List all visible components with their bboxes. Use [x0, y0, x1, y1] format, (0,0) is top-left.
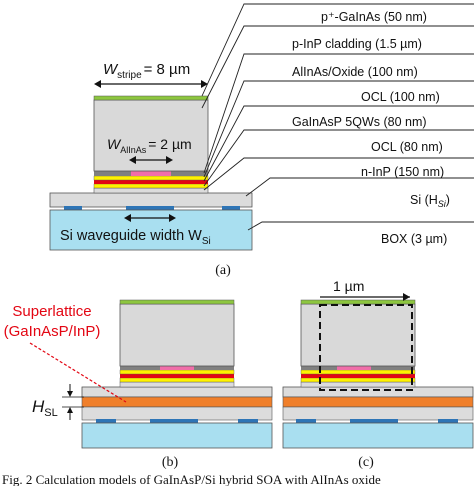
qw-layer	[94, 180, 208, 184]
p-gainas-layer	[93, 95, 209, 101]
alinas-width-label: WAlInAs= 2 µm	[107, 136, 192, 155]
b-qw	[120, 374, 234, 378]
stripe-arrow-head-left	[94, 80, 101, 88]
caption-b: (b)	[162, 455, 179, 470]
hsl-arrow-head-bottom	[67, 407, 73, 413]
c-ocl-top	[300, 369, 416, 375]
c-waveguide-right	[438, 419, 458, 423]
layer-label-qw: GaInAsP 5QWs (80 nm)	[292, 115, 427, 129]
stripe-arrow-head-right	[201, 80, 208, 88]
c-si-layer	[282, 386, 474, 398]
alinas-aperture	[131, 171, 171, 176]
leader-p-gainas	[201, 3, 474, 97]
layer-label-p-inp: p-InP cladding (1.5 µm)	[292, 37, 422, 51]
b-superlattice-layer	[81, 396, 273, 408]
stripe-width-label: Wstripe= 8 µm	[103, 61, 190, 81]
b-box-layer	[81, 422, 273, 449]
waveguide-arrow-head-left	[124, 214, 131, 222]
layer-label-p-gainas: p⁺-GaInAs (50 nm)	[321, 10, 427, 24]
leader-ocl-bottom	[203, 129, 474, 187]
layer-label-oxide: AlInAs/Oxide (100 nm)	[292, 65, 418, 79]
ocl-top-layer	[93, 175, 209, 181]
figure-caption: Fig. 2 Calculation models of GaInAsP/Si …	[2, 472, 381, 486]
c-cladding	[300, 303, 416, 367]
layer-label-n-inp: n-InP (150 nm)	[361, 165, 444, 179]
box-layer	[49, 209, 253, 251]
c-aperture	[337, 366, 371, 370]
calculation-region	[319, 304, 413, 391]
leader-oxide	[203, 53, 474, 174]
c-contact	[300, 299, 416, 305]
layer-labels	[201, 3, 474, 231]
region-arrow-head	[403, 293, 410, 301]
leader-p-inp	[201, 25, 474, 109]
c-ocl-bottom	[300, 377, 416, 383]
b-si-layer	[81, 386, 273, 398]
waveguide-arrow-head-right	[169, 214, 176, 222]
b-waveguide-center	[150, 419, 198, 423]
alinas-arrow-head-left	[129, 156, 136, 164]
si-waveguide-center	[126, 206, 174, 210]
b-cladding	[119, 303, 235, 367]
superlattice-pointer	[29, 342, 127, 403]
c-n-inp	[300, 381, 416, 388]
b-ocl-bottom	[119, 377, 235, 383]
layer-label-ocl-top: OCL (100 nm)	[361, 90, 440, 104]
si-layer	[49, 192, 253, 208]
b-n-inp	[119, 381, 235, 388]
c-box-layer	[282, 422, 474, 449]
caption-a: (a)	[215, 263, 231, 278]
p-inp-cladding	[93, 99, 209, 172]
si-waveguide-left	[64, 206, 82, 210]
diagram-b: Superlattice (GaInAsP/InP) HSL (b)	[4, 299, 273, 470]
si-waveguide-right	[222, 206, 240, 210]
c-superlattice-layer	[282, 396, 474, 408]
leader-box	[247, 221, 474, 231]
diagram-c: 1 µm (c)	[282, 278, 474, 470]
alinas-arrow-head-right	[166, 156, 173, 164]
n-inp-layer	[93, 187, 209, 194]
leader-si	[245, 177, 474, 197]
diagram-a: Wstripe= 8 µm WAlInAs= 2 µm Si waveguide…	[49, 3, 474, 278]
hsl-label: HSL	[32, 397, 58, 419]
b-si-lower	[81, 406, 273, 421]
b-aperture	[160, 366, 194, 370]
superlattice-label-line1: Superlattice	[12, 303, 91, 320]
b-waveguide-left	[96, 419, 116, 423]
layer-label-si: Si (HSi)	[410, 193, 450, 209]
leader-n-inp	[203, 157, 474, 191]
ocl-bottom-layer	[93, 183, 209, 189]
c-qw	[301, 374, 415, 378]
region-width-label: 1 µm	[333, 278, 364, 294]
leader-ocl-top	[203, 80, 474, 178]
c-waveguide-left	[296, 419, 316, 423]
b-ocl-top	[119, 369, 235, 375]
c-waveguide-center	[350, 419, 398, 423]
b-waveguide-right	[238, 419, 258, 423]
b-contact	[119, 299, 235, 305]
superlattice-label-line2: (GaInAsP/InP)	[4, 323, 101, 340]
leader-qw	[203, 105, 474, 182]
hsl-arrow-head-top	[67, 391, 73, 397]
layer-label-ocl-bottom: OCL (80 nm)	[371, 140, 443, 154]
layer-label-box: BOX (3 µm)	[381, 232, 447, 246]
c-si-lower	[282, 406, 474, 421]
waveguide-width-label: Si waveguide width WSi	[60, 228, 211, 247]
caption-c: (c)	[358, 455, 374, 470]
